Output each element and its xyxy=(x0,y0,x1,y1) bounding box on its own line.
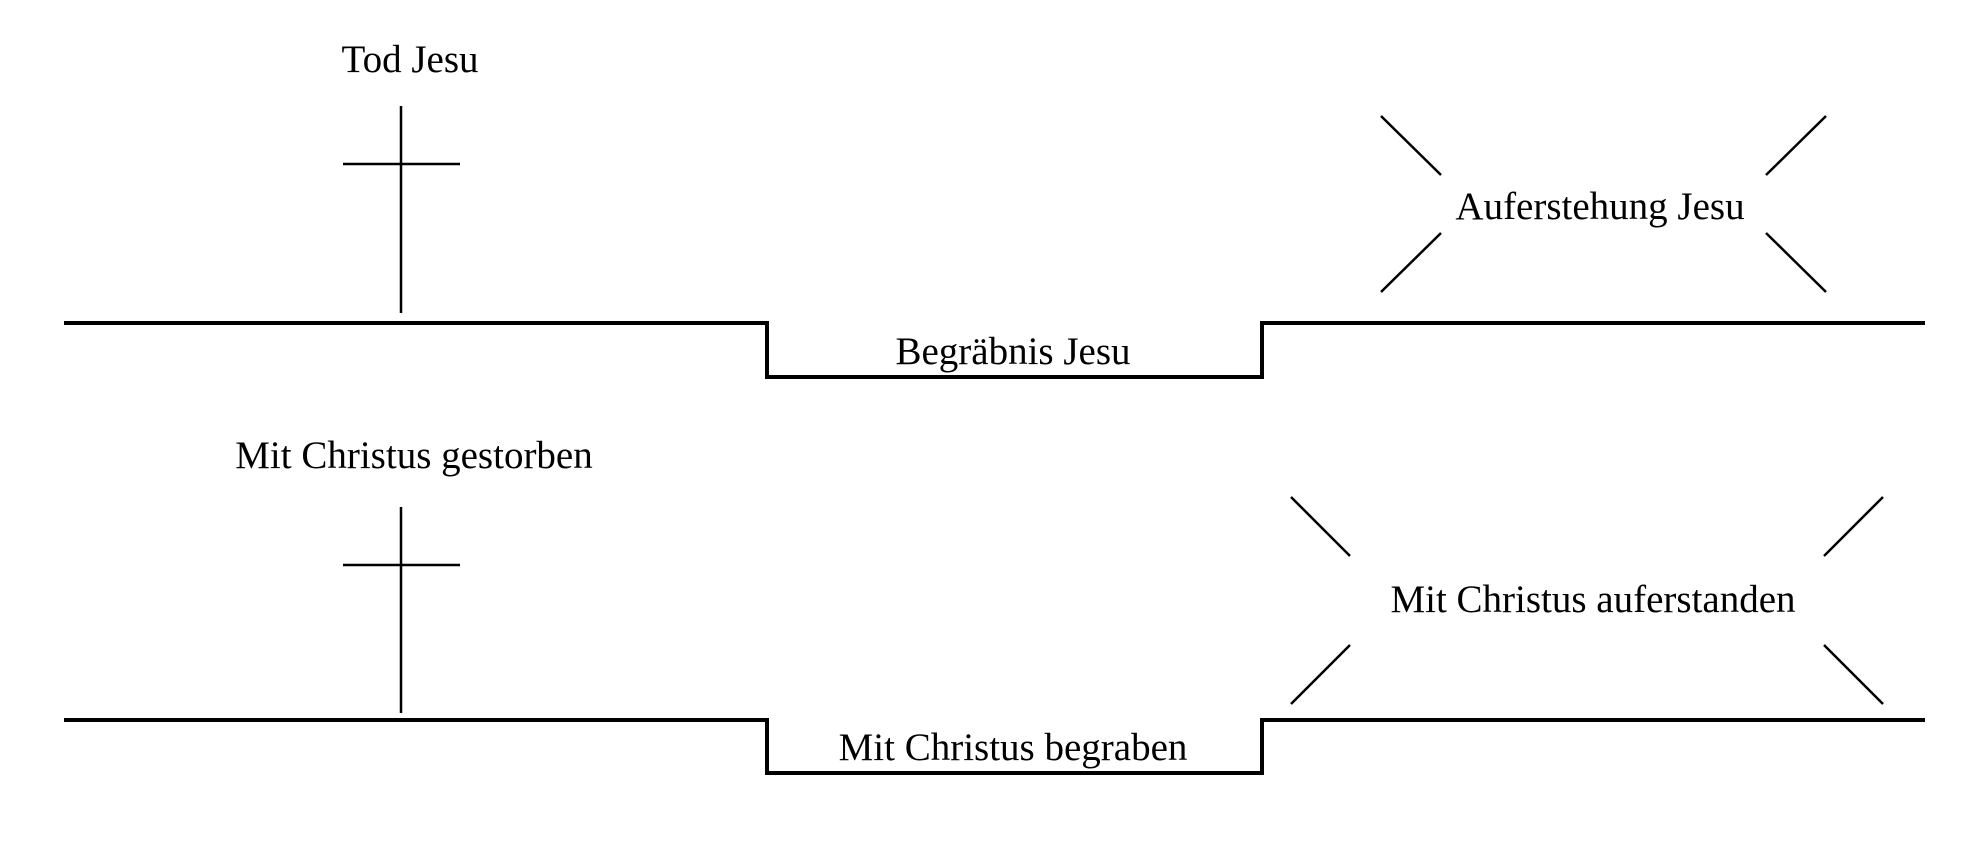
bottom-row: Mit Christus gestorben Mit Christus begr… xyxy=(64,434,1925,775)
bottom-burial-label: Mit Christus begraben xyxy=(839,726,1188,769)
bottom-cross-icon xyxy=(343,507,460,713)
top-resurrection-rays-icon xyxy=(1380,115,1827,293)
top-ground-line xyxy=(64,321,1925,379)
bottom-death-label: Mit Christus gestorben xyxy=(235,434,593,477)
top-cross-icon xyxy=(343,106,460,313)
bottom-resurrection-rays-icon xyxy=(1290,496,1884,705)
bottom-ground-line xyxy=(64,718,1925,775)
top-burial-label: Begräbnis Jesu xyxy=(895,330,1130,373)
bottom-resurrection-label: Mit Christus auferstanden xyxy=(1390,578,1795,621)
top-death-label: Tod Jesu xyxy=(341,38,478,81)
top-row: Tod Jesu Begräbnis Jesu Auferstehung Jes… xyxy=(64,38,1925,379)
top-resurrection-label: Auferstehung Jesu xyxy=(1455,185,1744,228)
